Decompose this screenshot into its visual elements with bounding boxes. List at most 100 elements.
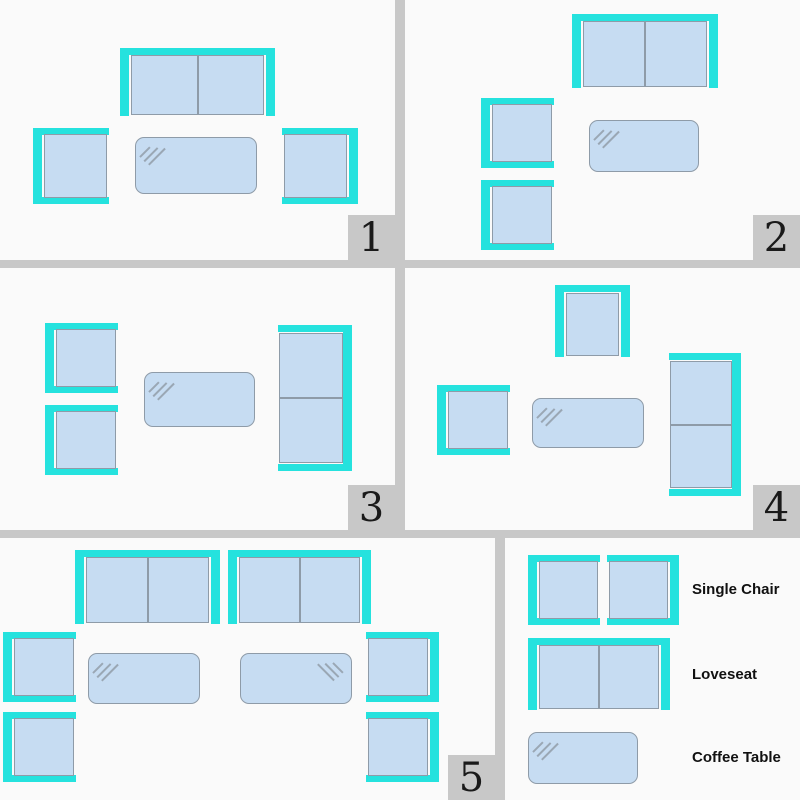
chair-top-rail <box>282 128 350 135</box>
coffee-table-icon <box>532 398 644 448</box>
loveseat-back-rail <box>228 550 371 557</box>
chair-cushion <box>56 411 116 469</box>
loveseat-icon <box>228 550 371 624</box>
chair-icon <box>481 180 554 250</box>
table-gloss-hatch-icon <box>313 658 347 692</box>
chair-top-rail <box>53 323 118 330</box>
chair-arm-bar <box>349 128 358 204</box>
loveseat-back-rail <box>75 550 220 557</box>
chair-cushion <box>368 718 428 776</box>
loveseat-back-rail <box>120 48 275 55</box>
chair-icon <box>3 632 76 702</box>
loveseat-back-rail <box>343 325 352 471</box>
loveseat-cushion <box>279 333 343 398</box>
chair-arm-bar <box>528 555 537 625</box>
chair-cushion <box>566 293 619 356</box>
chair-icon <box>437 385 510 455</box>
loveseat-back-rail <box>528 638 670 645</box>
chair-arm-bar <box>33 128 42 204</box>
loveseat-left-arm <box>228 550 237 624</box>
chair-icon <box>366 712 439 782</box>
loveseat-icon <box>572 14 718 88</box>
loveseat-bottom-arm <box>278 464 344 471</box>
chair-top-rail <box>445 385 510 392</box>
table-gloss-hatch-icon <box>148 377 183 411</box>
chair-icon <box>45 323 118 393</box>
loveseat-back-rail <box>572 14 718 21</box>
chair-bottom-rail <box>11 695 76 702</box>
chair-bottom-rail <box>11 775 76 782</box>
chair-cushion <box>492 104 552 162</box>
loveseat-top-arm <box>278 325 344 332</box>
chair-bottom-rail <box>41 197 109 204</box>
chair-top-rail <box>366 632 431 639</box>
chair-icon <box>366 632 439 702</box>
chair-arm-bar <box>481 180 490 250</box>
loveseat-left-arm <box>528 638 537 710</box>
loveseat-cushion <box>86 557 148 623</box>
chair-top-rail <box>489 180 554 187</box>
coffee-table-icon <box>240 653 352 704</box>
badge-arrangement-4: 4 <box>753 485 800 530</box>
chair-icon <box>282 128 358 204</box>
loveseat-cushion <box>583 21 645 87</box>
chair-bottom-rail <box>53 468 118 475</box>
chair-top-rail <box>366 712 431 719</box>
chair-arm-bar <box>3 712 12 782</box>
coffee-table-surface <box>144 372 255 427</box>
coffee-table-surface <box>589 120 699 172</box>
loveseat-right-arm <box>211 550 220 624</box>
loveseat-right-arm <box>661 638 670 710</box>
chair-top-rail <box>11 712 76 719</box>
loveseat-cushion <box>645 21 707 87</box>
legend-label-loveseat: Loveseat <box>692 666 758 683</box>
coffee-table-icon <box>135 137 257 194</box>
chair-arm-bar <box>430 712 439 782</box>
chair-cushion <box>44 134 107 198</box>
loveseat-icon <box>669 353 741 496</box>
chair-icon <box>33 128 109 204</box>
chair-top-rail <box>555 285 630 292</box>
coffee-table-surface <box>135 137 257 194</box>
loveseat-cushion <box>299 557 360 623</box>
coffee-table-icon <box>528 732 638 784</box>
loveseat-cushion <box>599 645 659 709</box>
chair-cushion <box>14 638 74 696</box>
chair-icon <box>45 405 118 475</box>
table-gloss-hatch-icon <box>532 737 567 771</box>
chair-cushion <box>14 718 74 776</box>
coffee-table-icon <box>589 120 699 172</box>
loveseat-left-arm <box>572 14 581 88</box>
chair-left-arm <box>555 285 564 357</box>
chair-bottom-rail <box>536 618 600 625</box>
loveseat-top-arm <box>669 353 733 360</box>
loveseat-left-arm <box>120 48 129 116</box>
chair-icon <box>481 98 554 168</box>
chair-icon <box>3 712 76 782</box>
loveseat-cushion <box>670 361 732 425</box>
coffee-table-surface <box>88 653 200 704</box>
chair-arm-bar <box>481 98 490 168</box>
chair-cushion <box>609 561 668 619</box>
chair-icon <box>528 555 600 625</box>
chair-cushion <box>56 329 116 387</box>
loveseat-right-arm <box>266 48 275 116</box>
table-gloss-hatch-icon <box>139 142 174 176</box>
chair-arm-bar <box>3 632 12 702</box>
badge-arrangement-1: 1 <box>348 215 395 260</box>
chair-bottom-rail <box>366 775 431 782</box>
loveseat-back-rail <box>732 353 741 496</box>
loveseat-cushion <box>539 645 599 709</box>
chair-top-rail <box>11 632 76 639</box>
loveseat-icon <box>75 550 220 624</box>
chair-bottom-rail <box>282 197 350 204</box>
chair-top-rail <box>489 98 554 105</box>
loveseat-icon <box>120 48 275 116</box>
chair-cushion <box>539 561 598 619</box>
chair-arm-bar <box>670 555 679 625</box>
chair-bottom-rail <box>607 618 671 625</box>
legend-label-coffee-table: Coffee Table <box>692 749 781 766</box>
chair-icon <box>555 285 630 357</box>
badge-arrangement-2: 2 <box>753 215 800 260</box>
